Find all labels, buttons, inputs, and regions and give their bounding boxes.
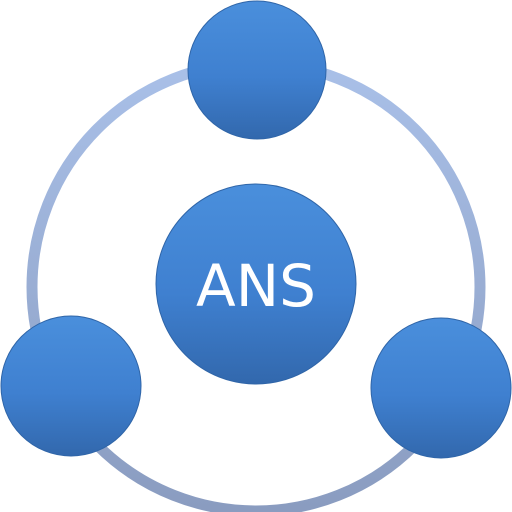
center-node-label: ANS	[196, 252, 316, 320]
right-node	[370, 317, 512, 459]
left-node	[0, 315, 142, 457]
top-node	[187, 0, 327, 140]
center-node	[155, 183, 357, 385]
